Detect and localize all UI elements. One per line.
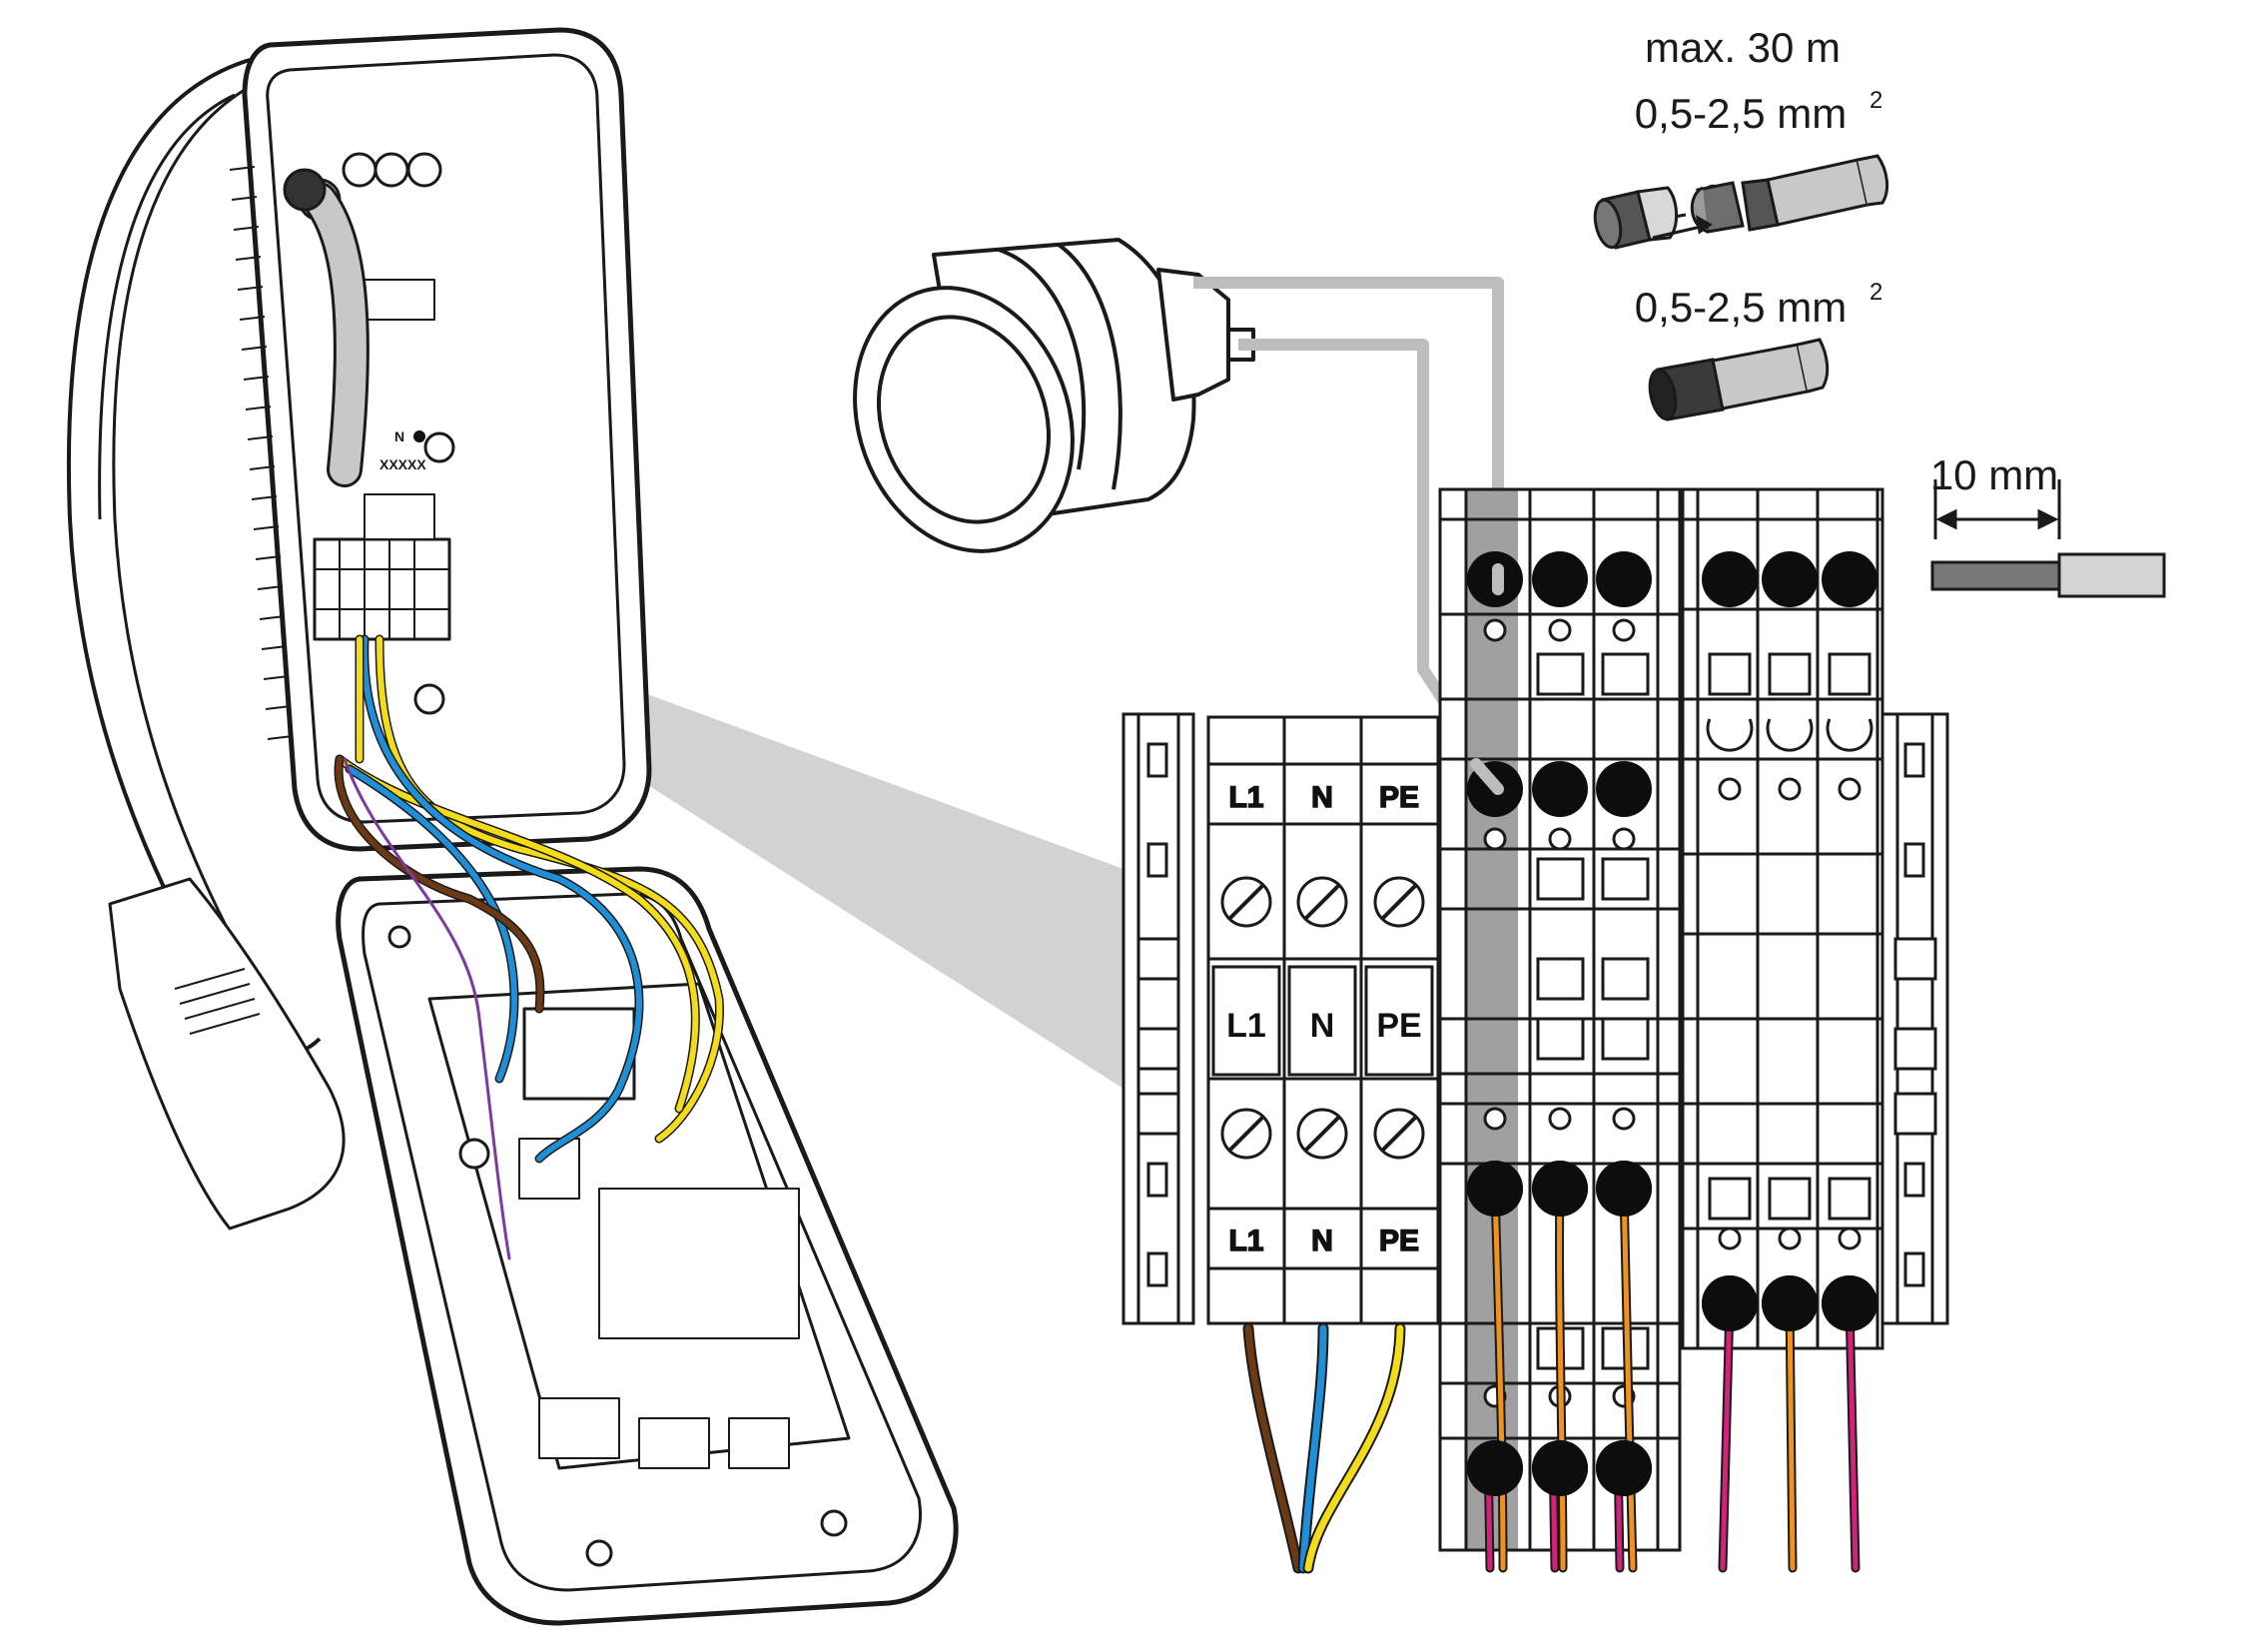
bottom-label-pe: PE: [1379, 1225, 1419, 1257]
clamp-hole-overlay: [1467, 1161, 1877, 1496]
wire-brown: [1244, 1324, 1302, 1572]
wire-yellow: [1304, 1324, 1404, 1572]
middle-label-n: N: [1310, 1007, 1335, 1045]
mounting-hole: [342, 152, 377, 188]
wire-blue: [1299, 1324, 1327, 1572]
cross-section-label-ferrule: 0,5-2,5 mm: [1635, 90, 1847, 137]
wallbox-illustration: N XXXXX: [66, 27, 959, 1626]
push-button: [853, 238, 1255, 553]
sticker-id: XXXXX: [379, 456, 426, 472]
mounting-hole: [423, 431, 455, 463]
wire-orange-1: [1492, 1186, 1506, 1571]
bottom-label-n: N: [1311, 1225, 1333, 1257]
top-label-pe: PE: [1379, 781, 1419, 814]
max-length-label: max. 30 m: [1645, 24, 1841, 71]
screw-row-bottom: [1220, 1108, 1425, 1160]
end-bracket-left: [1121, 712, 1195, 1325]
strip-length-label: 10 mm: [1930, 451, 2058, 498]
wire-purple-internal: [343, 757, 511, 1260]
mounting-hole: [406, 152, 442, 188]
control-wires: [1483, 1184, 1861, 1573]
wire-magenta-5: [1847, 1300, 1859, 1571]
end-bracket-right: [1880, 712, 1949, 1325]
button-lead-ends: [1470, 563, 1504, 795]
led-dot: [413, 430, 425, 442]
internal-wiring: [334, 634, 724, 1260]
middle-label-l1: L1: [1226, 1007, 1266, 1045]
superscript-2-b: 2: [1869, 279, 1882, 306]
wire-magenta-4: [1720, 1300, 1733, 1571]
mains-terminals: [1206, 715, 1440, 1325]
wire-with-ferrule: [1593, 154, 1889, 250]
screw-row-top: [1220, 876, 1425, 928]
wire-orange-3: [1621, 1186, 1636, 1571]
mounting-hole: [374, 152, 409, 188]
wire-solid: [1648, 338, 1830, 421]
signal-terminals: [1681, 487, 1884, 1350]
lid-terminal-block: [313, 537, 451, 641]
bottom-label-l1: L1: [1228, 1225, 1263, 1257]
strip-length-dimension: [1930, 479, 2166, 598]
middle-label-pe: PE: [1376, 1007, 1421, 1045]
plug-holder: [108, 877, 346, 1231]
wire-orange-4: [1787, 1300, 1796, 1571]
mounting-hole: [413, 683, 445, 715]
cross-section-label-solid: 0,5-2,5 mm: [1635, 284, 1847, 331]
lid-ribs: [229, 166, 294, 740]
sticker-mark: N: [394, 428, 404, 444]
top-label-l1: L1: [1228, 781, 1263, 814]
top-label-n: N: [1311, 781, 1333, 814]
wire-orange-2: [1557, 1186, 1566, 1571]
superscript-2: 2: [1869, 87, 1882, 114]
mains-supply-wires: [1242, 1322, 1406, 1574]
